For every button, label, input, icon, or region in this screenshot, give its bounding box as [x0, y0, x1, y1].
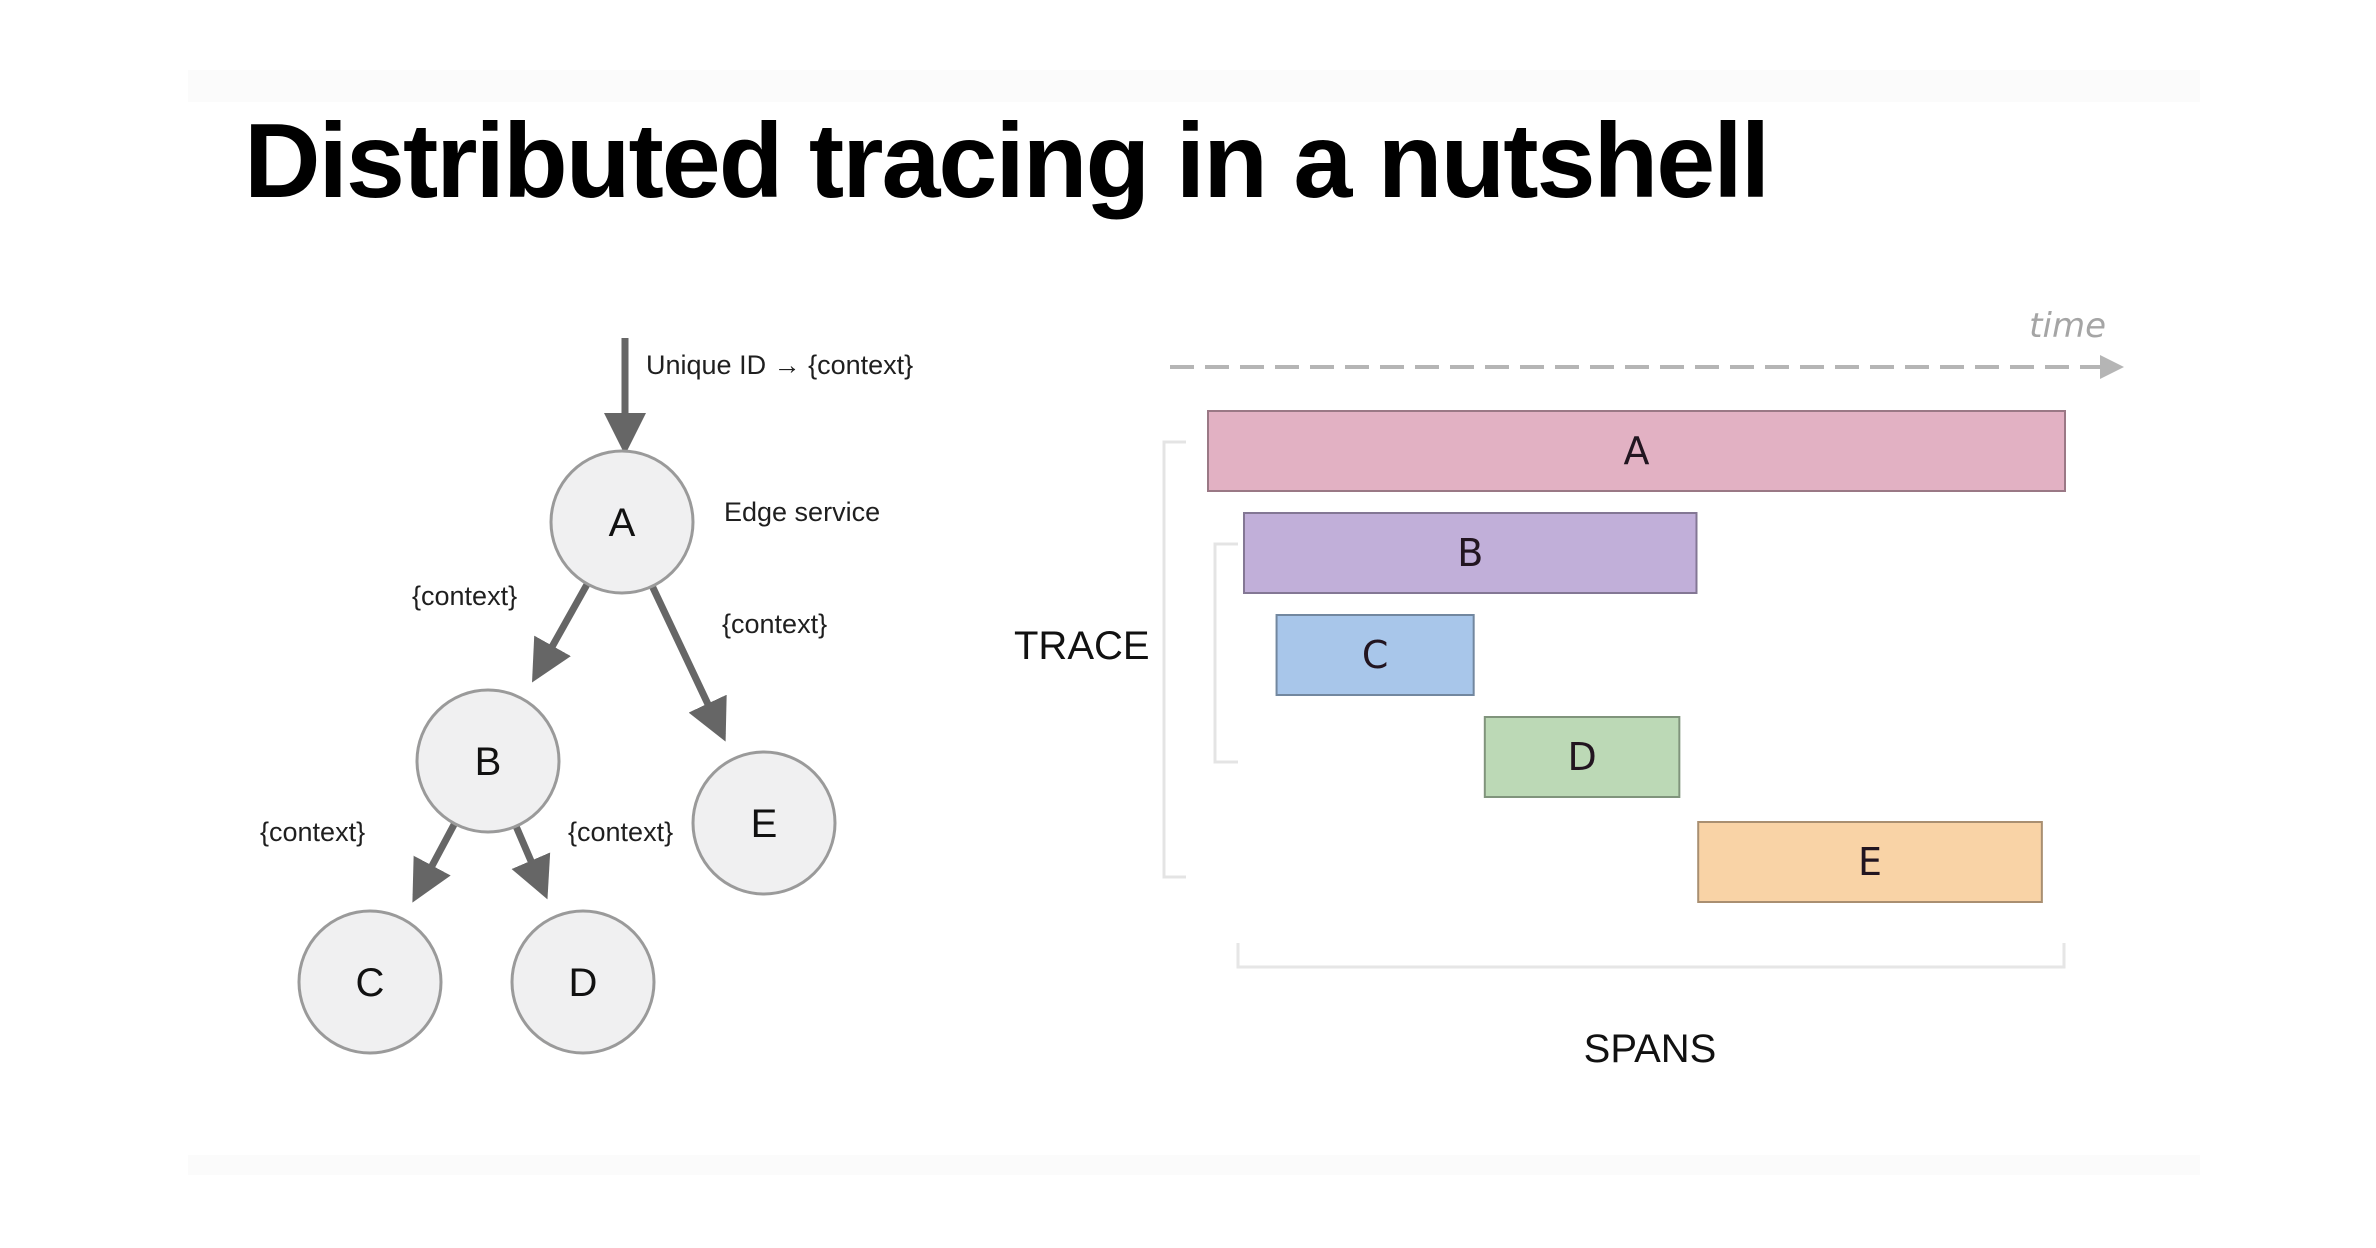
node-label: B — [475, 740, 502, 784]
span-label: D — [1567, 735, 1596, 779]
node-label: C — [356, 961, 385, 1005]
slide-bottom-band — [188, 1155, 2200, 1175]
edge-arrow-a-b — [532, 582, 591, 683]
span-label: E — [1858, 840, 1882, 884]
edge-label-b-c: {context} — [260, 817, 365, 847]
node-circle — [549, 449, 695, 595]
node-label: D — [569, 961, 598, 1005]
slide-top-band — [188, 70, 2200, 102]
node-label: E — [751, 802, 778, 846]
span-rect — [1242, 512, 1698, 594]
tree-nodes: A B C D E — [297, 449, 837, 1055]
service-node-b: B — [415, 688, 561, 834]
span-bar-a: A — [1207, 410, 2066, 492]
trace-bracket — [1162, 440, 1186, 879]
span-rect — [1207, 410, 2066, 492]
call-tree: Unique ID → {context} Edge service {cont… — [260, 338, 913, 1055]
span-bar-b: B — [1242, 512, 1698, 594]
trace-label: TRACE — [1014, 624, 1150, 668]
service-node-d: D — [510, 909, 656, 1055]
span-bars: A B C D E — [1207, 410, 2066, 903]
span-bar-e: E — [1697, 821, 2043, 903]
node-circle — [415, 688, 561, 834]
trace-timeline: time TRACE A B C D E SPANS — [1014, 306, 2124, 1071]
entry-label: Unique ID → {context} — [646, 350, 913, 380]
spans-bracket — [1236, 943, 2066, 969]
span-rect — [1697, 821, 2043, 903]
service-node-c: C — [297, 909, 443, 1055]
span-label: A — [1624, 429, 1650, 473]
child-spans-bracket — [1213, 542, 1238, 764]
time-axis-label: time — [2029, 306, 2106, 346]
spans-label: SPANS — [1584, 1027, 1717, 1071]
root-annotation: Edge service — [724, 497, 880, 527]
edge-arrow-b-d — [511, 824, 551, 900]
span-rect — [1275, 614, 1475, 696]
edge-label-a-b: {context} — [412, 581, 517, 611]
span-bar-d: D — [1483, 716, 1681, 798]
tree-edges — [412, 338, 727, 903]
edge-label-a-e: {context} — [722, 609, 827, 639]
span-rect — [1483, 716, 1681, 798]
node-circle — [510, 909, 656, 1055]
edge-arrow-b-c — [412, 821, 458, 903]
node-circle — [691, 750, 837, 896]
span-bar-c: C — [1275, 614, 1475, 696]
span-label: B — [1457, 531, 1483, 575]
node-circle — [297, 909, 443, 1055]
service-node-e: E — [691, 750, 837, 896]
service-node-a: A — [549, 449, 695, 595]
slide-title: Distributed tracing in a nutshell — [244, 102, 1770, 220]
edge-arrow-a-e — [649, 584, 727, 742]
node-label: A — [609, 501, 636, 545]
span-label: C — [1362, 633, 1389, 677]
edge-label-b-d: {context} — [568, 817, 673, 847]
